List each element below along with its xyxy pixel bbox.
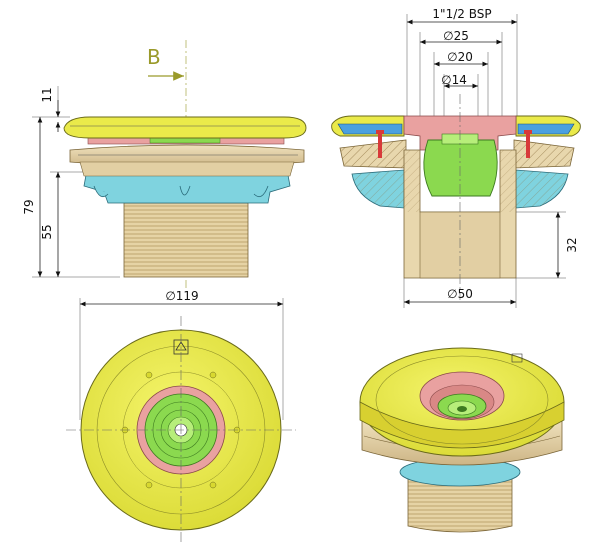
dim-height-thread: 55 <box>40 224 54 239</box>
dim-dia-119: ∅119 <box>165 289 198 303</box>
isometric-view <box>359 347 565 533</box>
dim-height-total: 79 <box>22 199 36 214</box>
thread-body <box>123 202 249 278</box>
dim-height-top: 11 <box>40 87 54 102</box>
dim-dia-50: ∅50 <box>447 287 473 301</box>
section-marker-b: B <box>147 45 161 69</box>
screw-right <box>524 130 532 158</box>
dim-thread-spec: 1"1/2 BSP <box>432 7 491 21</box>
dim-dia-20: ∅20 <box>447 50 473 64</box>
dim-height-sleeve: 32 <box>565 237 579 252</box>
screw-left <box>376 130 384 158</box>
section-view: 1"1/2 BSP ∅25 ∅20 ∅14 <box>331 7 581 308</box>
yellow-top-flange <box>63 116 307 139</box>
side-view: 79 55 11 B <box>22 40 307 290</box>
top-view: ∅119 <box>66 289 296 544</box>
green-nozzle <box>423 139 498 197</box>
dim-dia-25: ∅25 <box>443 29 469 43</box>
dim-dia-14: ∅14 <box>441 73 467 87</box>
